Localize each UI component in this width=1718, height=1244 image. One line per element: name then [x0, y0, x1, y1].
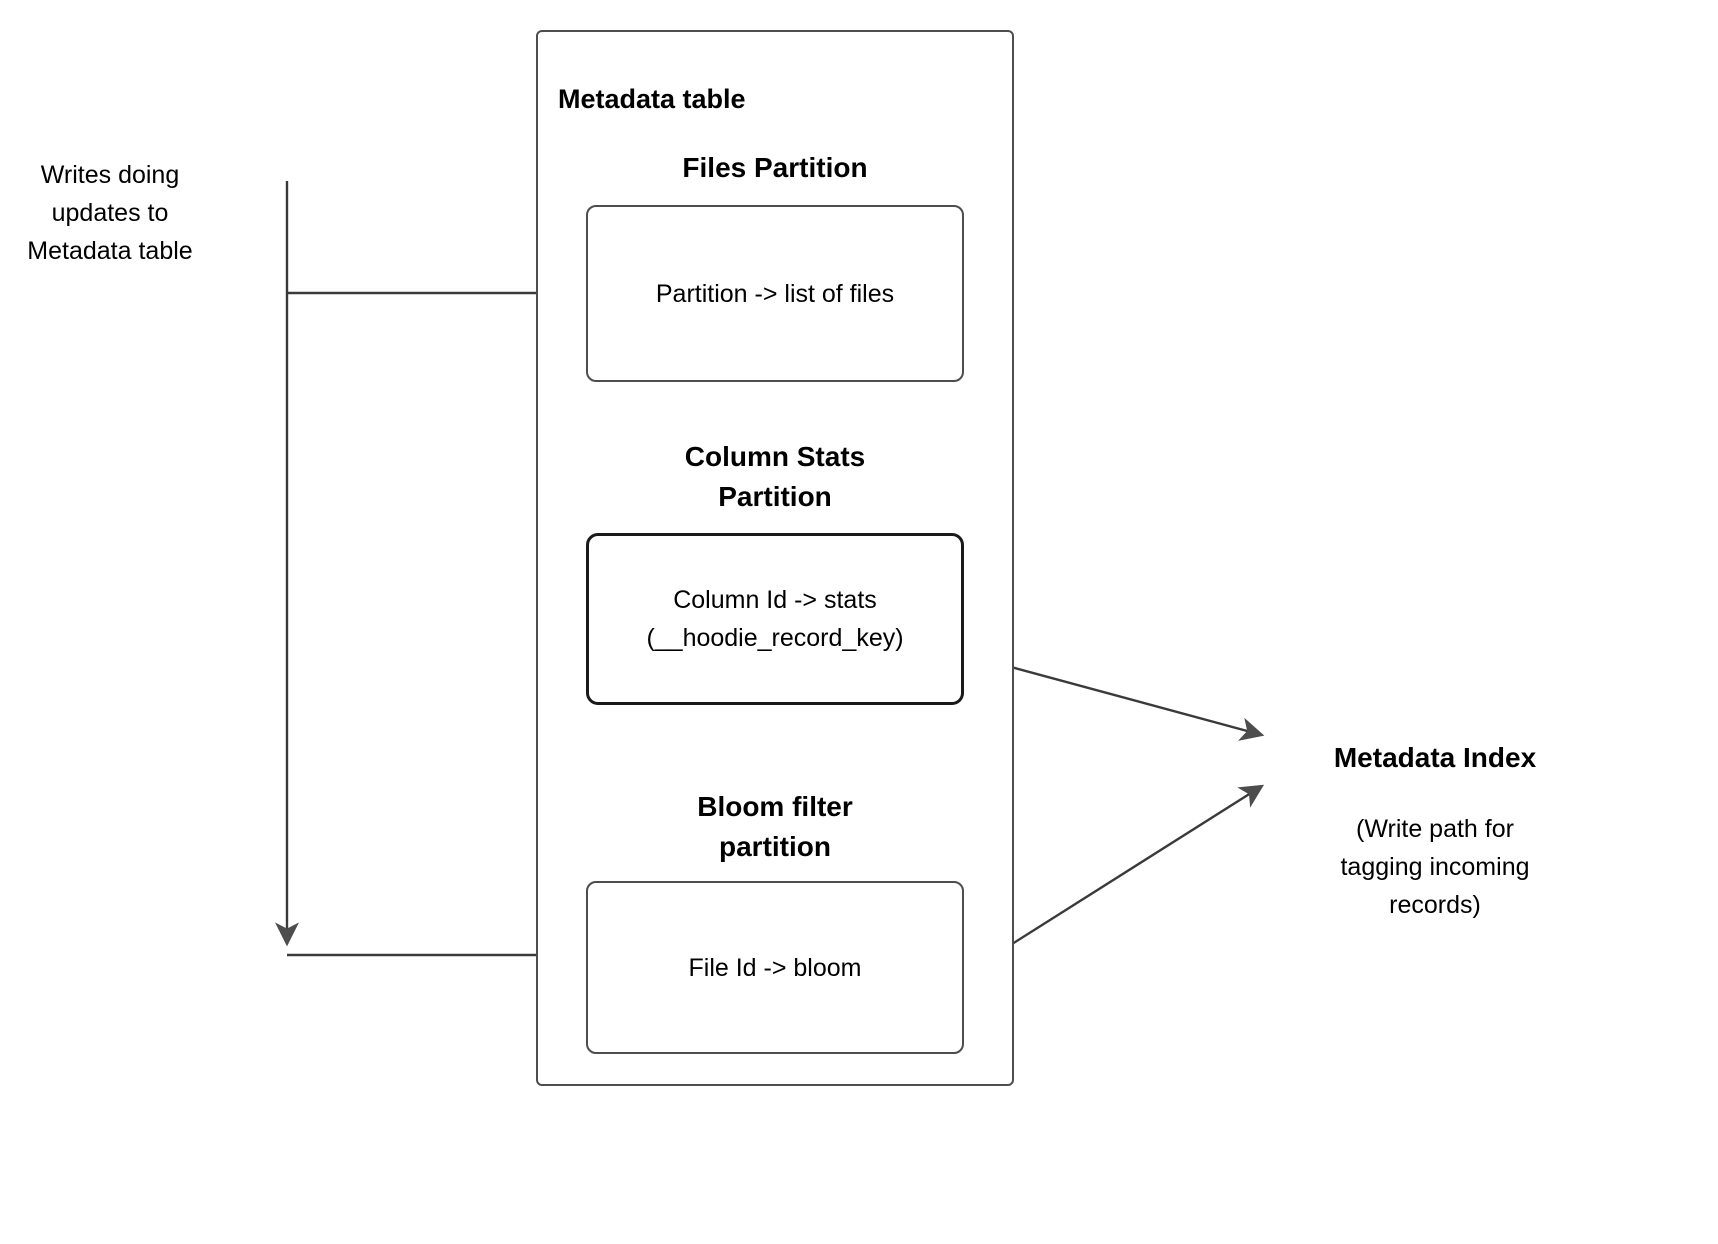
column-stats-partition-box[interactable]: Column Id -> stats (__hoodie_record_key): [586, 533, 964, 705]
files-partition-box-label: Partition -> list of files: [655, 279, 895, 308]
files-partition-box[interactable]: Partition -> list of files: [586, 205, 964, 382]
column-stats-partition-box-label: Column Id -> stats (__hoodie_record_key): [646, 586, 904, 652]
metadata-index-description: (Write path for tagging incoming records…: [1340, 815, 1530, 919]
files-partition-heading: Files Partition: [682, 152, 868, 183]
bloom-filter-partition-box-label: File Id -> bloom: [688, 953, 862, 982]
metadata-table-title: Metadata table: [558, 84, 746, 114]
writes-note-label: Writes doing updates to Metadata table: [27, 161, 193, 265]
bloom-filter-partition-box[interactable]: File Id -> bloom: [586, 881, 964, 1054]
column-stats-partition-heading: Column Stats Partition: [684, 441, 866, 512]
bloom-filter-partition-heading: Bloom filter partition: [697, 791, 853, 862]
metadata-index-title: Metadata Index: [1333, 742, 1537, 773]
